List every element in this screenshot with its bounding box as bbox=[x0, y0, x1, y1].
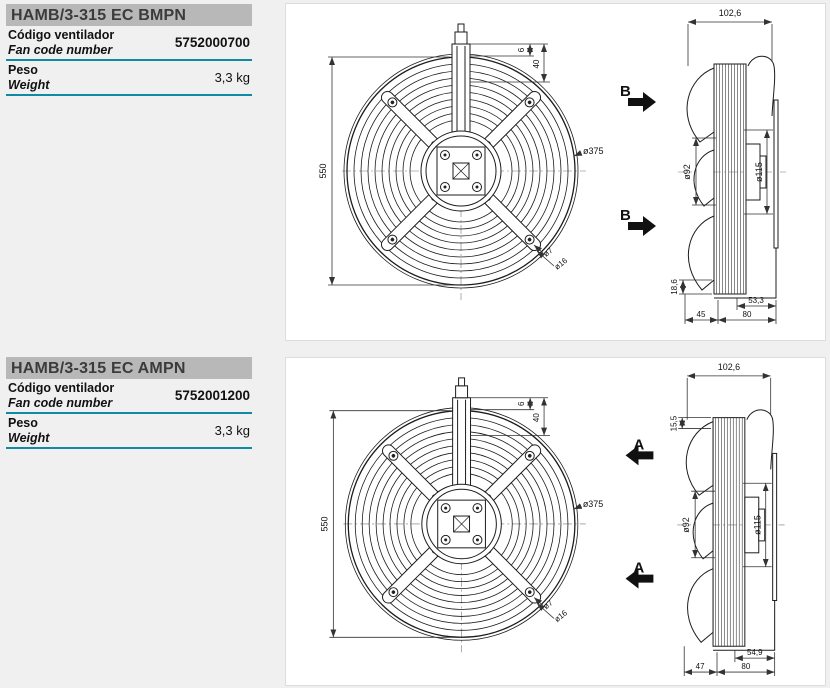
spec-label: Código ventilador Fan code number bbox=[8, 381, 114, 411]
drawing-panel-bmpn: 550 6 40 ø375 ø7 ø16 102,6 ø92 bbox=[285, 3, 826, 341]
dim-height-label: 550 bbox=[319, 517, 329, 532]
motor-hub bbox=[420, 130, 502, 212]
label-en: Fan code number bbox=[8, 42, 113, 57]
dim-offset-small-label: 6 bbox=[517, 401, 526, 406]
dim-depth-label: 102,6 bbox=[718, 362, 740, 372]
airflow-label: A bbox=[634, 437, 645, 453]
drawing-panel-ampn: 550 6 40 ø375 ø7 ø16 102,6 15, bbox=[285, 357, 826, 686]
fan-code-value: 5752000700 bbox=[174, 35, 250, 50]
spec-row-weight: Peso Weight 3,3 kg bbox=[6, 414, 252, 449]
dim-guard-diameter-label: ø375 bbox=[583, 499, 603, 509]
airflow-arrows: A A bbox=[625, 437, 654, 589]
side-view-dimensions: 102,6 15,5 ø92 ø115 54,9 47 80 bbox=[669, 362, 776, 677]
side-view-dimensions: 102,6 ø92 ø115 18,6 53,3 45 80 bbox=[670, 8, 777, 324]
dim-depth-label: 102,6 bbox=[719, 8, 742, 18]
dim-foot-offset-label: 54,9 bbox=[747, 648, 763, 657]
label-en: Weight bbox=[8, 430, 50, 445]
dim-blade-offset-label: 18,6 bbox=[670, 279, 679, 295]
airflow-label: B bbox=[620, 83, 631, 100]
dim-front-depth-label: 47 bbox=[696, 662, 705, 671]
label-en: Weight bbox=[8, 77, 50, 92]
technical-drawing-ampn: 550 6 40 ø375 ø7 ø16 102,6 15, bbox=[319, 362, 785, 677]
airflow-label: B bbox=[620, 207, 631, 224]
airflow-arrow-icon bbox=[628, 216, 656, 236]
label-en: Fan code number bbox=[8, 395, 113, 410]
dim-top-offset-label: 15,5 bbox=[669, 415, 678, 431]
dim-hub-diameter-label: ø92 bbox=[681, 517, 691, 532]
dim-front-depth-label: 45 bbox=[697, 310, 706, 319]
airflow-arrows: B B bbox=[620, 83, 656, 236]
fan-code-value: 5752001200 bbox=[174, 388, 250, 403]
dim-foot-offset-label: 53,3 bbox=[748, 296, 764, 305]
label-es: Código ventilador bbox=[8, 380, 115, 395]
dim-offset-large-label: 40 bbox=[532, 413, 541, 422]
label-es: Peso bbox=[8, 62, 38, 77]
side-view bbox=[685, 409, 778, 651]
dim-offset-large-label: 40 bbox=[532, 59, 541, 68]
spec-row-fan-code: Código ventilador Fan code number 575200… bbox=[6, 26, 252, 61]
section-title-ampn: HAMB/3-315 EC AMPN bbox=[6, 357, 252, 379]
dim-hub-diameter-label: ø92 bbox=[682, 164, 692, 180]
spec-label: Peso Weight bbox=[8, 416, 49, 446]
terminal-bracket bbox=[451, 23, 471, 140]
airflow-arrow-icon bbox=[625, 568, 654, 589]
label-es: Peso bbox=[8, 415, 38, 430]
label-es: Código ventilador bbox=[8, 27, 115, 42]
spec-row-weight: Peso Weight 3,3 kg bbox=[6, 61, 252, 96]
dim-motor-diameter-label: ø115 bbox=[754, 162, 764, 182]
section-title-bmpn: HAMB/3-315 EC BMPN bbox=[6, 4, 252, 26]
dim-offset-small-label: 6 bbox=[517, 47, 526, 52]
dim-back-depth-label: 80 bbox=[741, 662, 750, 671]
dim-guard-diameter-label: ø375 bbox=[583, 146, 604, 156]
weight-value: 3,3 kg bbox=[214, 423, 250, 438]
terminal-bracket bbox=[452, 377, 472, 493]
technical-drawing-bmpn: 550 6 40 ø375 ø7 ø16 102,6 ø92 bbox=[318, 8, 786, 324]
dim-washer-diameter-label: ø16 bbox=[553, 608, 570, 624]
dim-height-label: 550 bbox=[318, 163, 328, 178]
airflow-arrow-icon bbox=[625, 445, 654, 466]
spec-label: Código ventilador Fan code number bbox=[8, 28, 114, 58]
motor-hub bbox=[421, 483, 502, 565]
spec-label: Peso Weight bbox=[8, 63, 49, 93]
spec-row-fan-code: Código ventilador Fan code number 575200… bbox=[6, 379, 252, 414]
dim-washer-diameter-label: ø16 bbox=[553, 256, 570, 272]
airflow-arrow-icon bbox=[628, 92, 656, 112]
airflow-label: A bbox=[634, 561, 645, 577]
spec-table-bmpn: Código ventilador Fan code number 575200… bbox=[6, 26, 252, 96]
spec-table-ampn: Código ventilador Fan code number 575200… bbox=[6, 379, 252, 449]
dim-back-depth-label: 80 bbox=[743, 310, 752, 319]
weight-value: 3,3 kg bbox=[214, 70, 250, 85]
side-view bbox=[686, 55, 779, 299]
dim-motor-diameter-label: ø115 bbox=[753, 515, 763, 535]
